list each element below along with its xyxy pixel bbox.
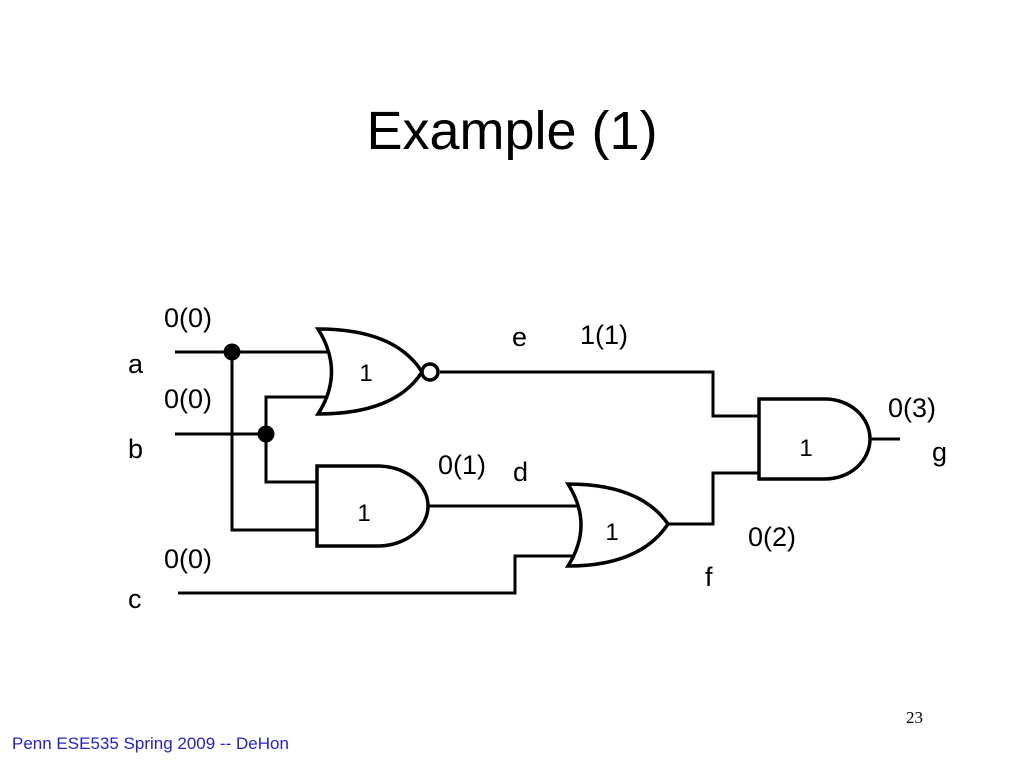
or-gate: 1 (564, 482, 671, 568)
wire-f (668, 471, 760, 526)
and-gate-1-label: 1 (357, 500, 370, 527)
input-c-name: c (128, 584, 142, 614)
and-gate-2: 1 (757, 397, 872, 481)
input-b-name: b (128, 434, 143, 464)
slide-number: 23 (906, 708, 923, 727)
nor-gate-label: 1 (359, 360, 372, 387)
wire-b-to-nor (264, 395, 326, 434)
and-gate-2-label: 1 (799, 435, 812, 462)
or-gate-label: 1 (605, 519, 618, 546)
wire-e (440, 370, 760, 418)
wire-a-to-and1 (230, 352, 318, 532)
net-e-name: e (512, 322, 527, 352)
input-b-value: 0(0) (164, 384, 212, 414)
wire-c (178, 554, 578, 595)
junction-dot-b (257, 425, 275, 443)
nor-gate: 1 (314, 327, 440, 416)
net-e-value: 1(1) (580, 320, 628, 350)
net-d-name: d (513, 457, 528, 487)
input-c-value: 0(0) (164, 544, 212, 574)
wires (175, 350, 900, 595)
input-a-name: a (128, 349, 144, 379)
net-f-name: f (705, 562, 713, 592)
footer-text: Penn ESE535 Spring 2009 -- DeHon (12, 734, 289, 753)
net-f-value: 0(2) (748, 522, 796, 552)
junction-dot-a (223, 343, 241, 361)
net-d-value: 0(1) (438, 450, 486, 480)
wire-b-to-and1 (264, 434, 318, 484)
net-g-name: g (932, 437, 947, 467)
and-gate-1: 1 (315, 464, 430, 548)
input-a-value: 0(0) (164, 303, 212, 333)
slide-title: Example (1) (366, 101, 658, 161)
net-g-value: 0(3) (888, 393, 936, 423)
